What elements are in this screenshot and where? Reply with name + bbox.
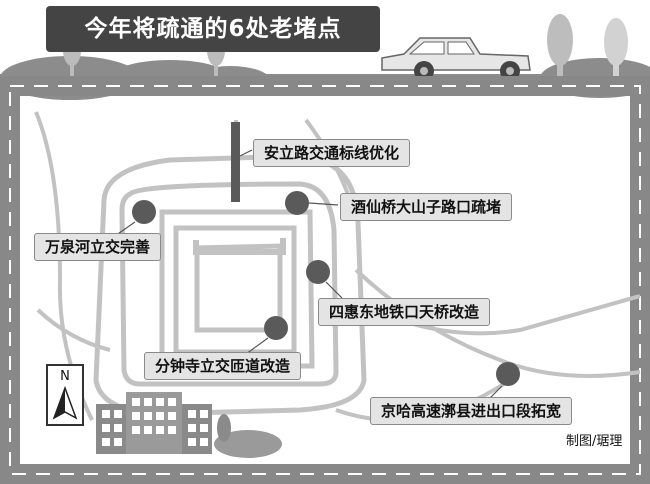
marker-jiuxian[interactable]	[285, 191, 309, 215]
label-jingha: 京哈高速漷县进出口段拓宽	[370, 397, 573, 425]
label-jiuxian: 酒仙桥大山子路口疏堵	[340, 193, 513, 221]
label-sihui: 四惠东地铁口天桥改造	[318, 298, 491, 326]
marker-wanquan[interactable]	[132, 200, 156, 224]
credit-text: 制图/琚理	[566, 434, 623, 449]
anli-road-highlight	[231, 122, 240, 202]
marker-fenzhong[interactable]	[264, 316, 288, 340]
compass-north-label: N	[60, 369, 70, 384]
label-wanquan: 万泉河立交完善	[34, 233, 162, 261]
marker-sihui[interactable]	[306, 260, 330, 284]
compass: N	[46, 364, 84, 426]
marker-jingha[interactable]	[496, 362, 520, 386]
label-fenzhong: 分钟寺立交匝道改造	[144, 352, 302, 380]
page-title: 今年将疏通的6处老堵点	[46, 6, 380, 52]
building-icon	[96, 392, 282, 458]
compass-arrow-icon	[52, 385, 78, 420]
road-frame	[0, 76, 650, 484]
label-anli: 安立路交通标线优化	[253, 139, 411, 167]
